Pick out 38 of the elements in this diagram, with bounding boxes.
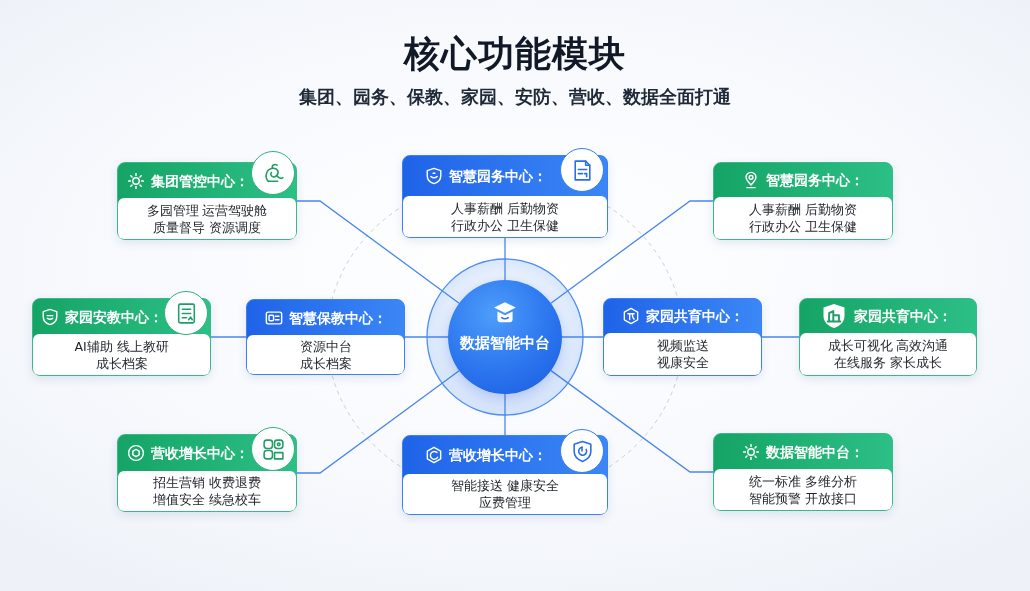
connector-line	[210, 336, 247, 338]
connector-line	[550, 369, 714, 473]
card-description: 招生营销 收费退费增值安全 续急校车	[152, 474, 262, 508]
connector-line	[761, 336, 800, 338]
card-title: 智慧园务中心：	[449, 167, 547, 185]
card-description: 人事薪酬 后勤物资行政办公 卫生保健	[748, 201, 858, 235]
card-description: 多园管理 运营驾驶舱质量督导 资源调度	[145, 201, 269, 236]
module-card	[246, 299, 405, 375]
connector-line	[561, 336, 604, 338]
card-title: 家园安教中心：	[64, 307, 163, 326]
card-title: 营收增长中心：	[449, 446, 547, 464]
connector-line	[296, 370, 460, 474]
card-title: 营收增长中心：	[151, 444, 249, 462]
connector-line	[296, 200, 460, 304]
module-card	[713, 433, 893, 511]
card-description: 人事薪酬 后勤物资行政办公 卫生保健	[450, 199, 560, 234]
module-card	[799, 298, 977, 376]
card-title: 家园共育中心：	[645, 307, 744, 325]
card-description: 资源中台成长档案	[298, 337, 353, 372]
card-title: 数据智能中台：	[766, 442, 864, 461]
page-title: 核心功能模块	[404, 32, 626, 76]
card-description: AI辅助 线上教研成长档案	[73, 337, 170, 372]
card-title: 智慧园务中心：	[766, 171, 864, 189]
card-description: 视频监送视康安全	[655, 337, 710, 371]
connector-line	[404, 336, 449, 338]
connector-line	[504, 393, 506, 436]
subtitle: 集团、园务、保教、家园、安防、营收、数据全面打通	[299, 85, 731, 109]
module-card	[603, 298, 762, 376]
card-description: 统一标准 多维分析智能预警 开放接口	[748, 472, 858, 507]
connector-line	[504, 237, 506, 281]
connector-line	[550, 200, 714, 304]
card-title: 家园共育中心：	[854, 307, 952, 325]
card-description: 成长可视化 高效沟通在线服务 家长成长	[826, 337, 950, 371]
card-title: 集团管控中心：	[151, 171, 249, 190]
hub-title: 数据智能中台	[460, 332, 550, 353]
card-title: 智慧保教中心：	[288, 308, 387, 327]
module-card	[713, 162, 893, 240]
card-description: 智能接送 健康安全应费管理	[450, 477, 560, 511]
